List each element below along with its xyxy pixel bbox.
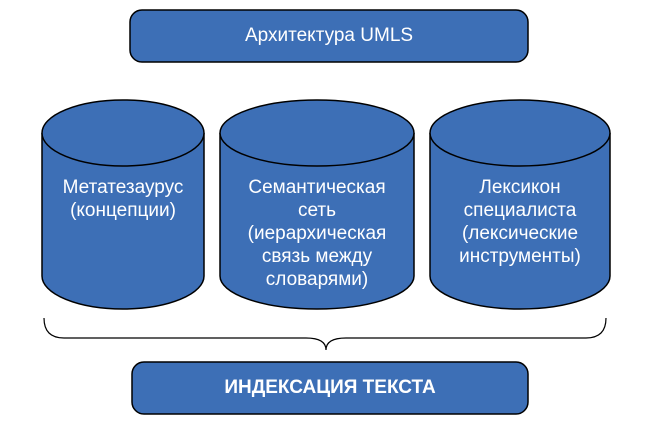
text-indexing-box	[131, 361, 529, 415]
semantic-network-cylinder	[219, 99, 415, 310]
semantic-network-cylinder-body	[219, 133, 415, 310]
metathesaurus-cylinder-top	[41, 99, 205, 167]
specialist-lexicon-cylinder-top	[429, 99, 611, 167]
grouping-brace	[43, 317, 607, 351]
semantic-network-label: Семантическая сеть (иерархическая связь …	[247, 177, 387, 290]
specialist-lexicon-cylinder-body	[429, 133, 611, 310]
text-indexing-title: ИНДЕКСАЦИЯ ТЕКСТА	[224, 376, 436, 398]
architecture-title: Архитектура UMLS	[244, 24, 414, 46]
metathesaurus-cylinder-body	[41, 133, 205, 310]
semantic-network-cylinder-top	[219, 99, 415, 167]
metathesaurus-cylinder	[41, 99, 205, 310]
specialist-lexicon-label: Лексикон специалиста (лексические инстру…	[459, 177, 581, 267]
metathesaurus-label: Метатезаурус (концепции)	[62, 177, 184, 221]
architecture-title-box	[129, 9, 529, 63]
specialist-lexicon-cylinder	[429, 99, 611, 310]
